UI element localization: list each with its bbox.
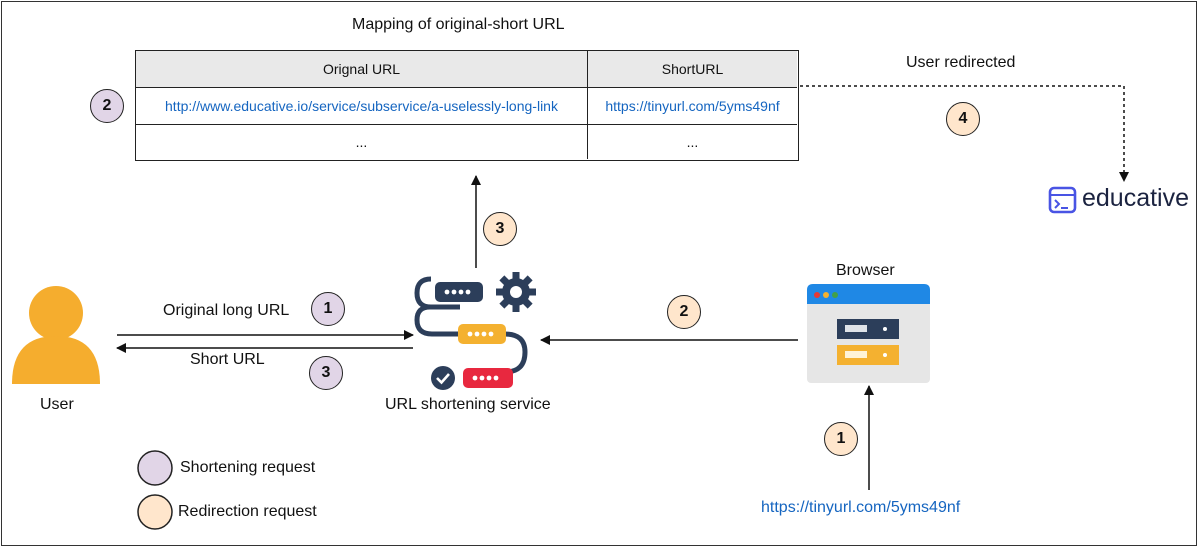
cell-ellipsis-original: ...: [136, 125, 588, 159]
step-badge-service-to-user: 3: [309, 356, 343, 390]
step-badge-user-to-service: 1: [311, 292, 345, 326]
user-label: User: [40, 396, 74, 413]
browser-label: Browser: [836, 262, 895, 279]
browser-input-url[interactable]: https://tinyurl.com/5yms49nf: [761, 499, 961, 516]
step-badge-browser-to-service: 2: [667, 295, 701, 329]
header-short-url: ShortURL: [588, 51, 797, 88]
arrow-user-redirected: [800, 85, 1129, 182]
label-original-long-url: Original long URL: [163, 302, 290, 319]
step-badge-url-to-browser: 1: [824, 422, 858, 456]
legend-redirection-label: Redirection request: [178, 503, 317, 520]
step-badge-to-table: 3: [483, 212, 517, 246]
legend-shortening-label: Shortening request: [180, 459, 316, 476]
mapping-table: Orignal URL ShortURL http://www.educativ…: [135, 50, 799, 161]
educative-brand-name: educative: [1082, 184, 1190, 212]
header-original-url: Orignal URL: [136, 51, 588, 88]
label-user-redirected: User redirected: [906, 54, 1016, 71]
cell-original-url[interactable]: http://www.educative.io/service/subservi…: [136, 88, 588, 125]
mapping-title: Mapping of original-short URL: [352, 16, 565, 33]
step-badge-redirect: 4: [946, 102, 980, 136]
label-short-url: Short URL: [190, 351, 265, 368]
cell-ellipsis-short: ...: [686, 134, 699, 150]
cell-short-url[interactable]: https://tinyurl.com/5yms49nf: [588, 88, 797, 125]
step-badge-table: 2: [90, 89, 124, 123]
service-label: URL shortening service: [385, 396, 551, 413]
